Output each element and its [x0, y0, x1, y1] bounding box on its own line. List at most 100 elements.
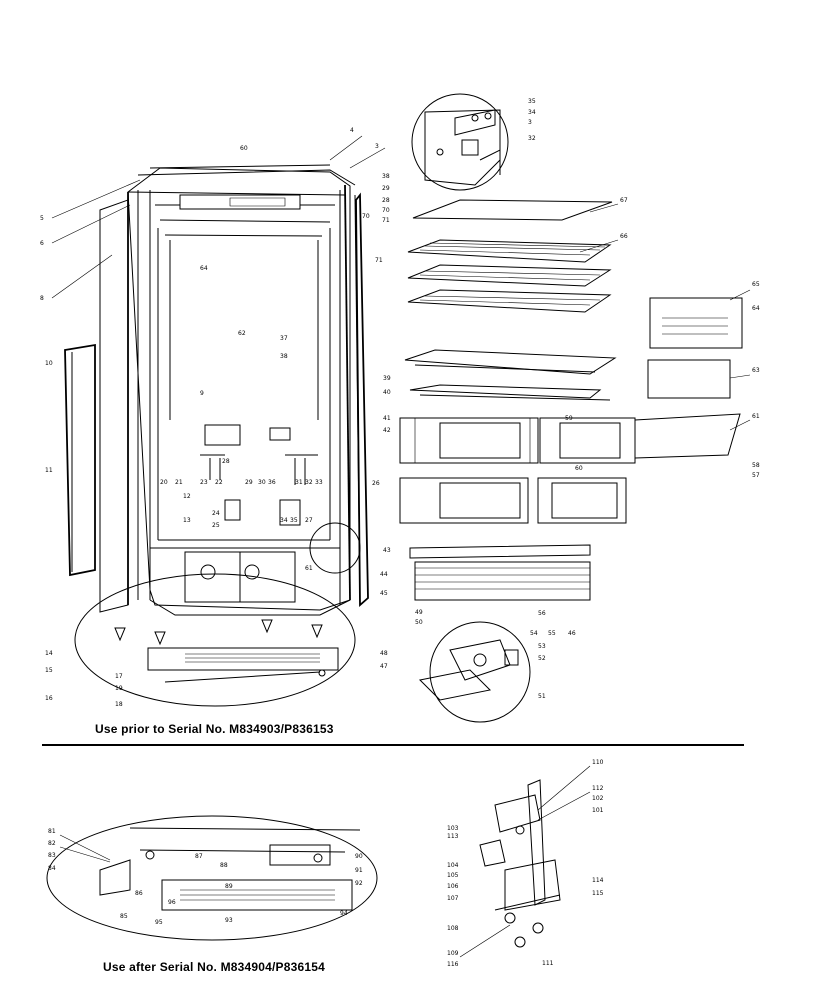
- callout-label: 34: [280, 517, 288, 524]
- callout-label: 93: [225, 917, 233, 924]
- callout-label: 60: [575, 465, 583, 472]
- callout-label: 91: [355, 867, 363, 874]
- callout-label: 89: [225, 883, 233, 890]
- callout-label: 59: [565, 415, 573, 422]
- callout-label: 104: [447, 862, 459, 869]
- callout-label: 29: [382, 185, 390, 192]
- callout-label: 49: [415, 609, 423, 616]
- callout-label: 60: [240, 145, 248, 152]
- callout-label: 35: [528, 98, 536, 105]
- callout-label: 28: [382, 197, 390, 204]
- section-divider: [42, 744, 744, 746]
- callout-labels: 4 3 5 6 8 10 11 9 12 13 14 15 16 17 18 1…: [40, 98, 760, 968]
- callout-label: 58: [752, 462, 760, 469]
- callout-label: 20: [160, 479, 168, 486]
- callout-label: 92: [355, 880, 363, 887]
- callout-label: 52: [538, 655, 546, 662]
- callout-label: 86: [135, 890, 143, 897]
- callout-label: 3: [375, 143, 379, 150]
- callout-label: 115: [592, 890, 604, 897]
- callout-label: 71: [382, 217, 390, 224]
- callout-label: 61: [305, 565, 313, 572]
- callout-label: 83: [48, 852, 56, 859]
- callout-label: 56: [538, 610, 546, 617]
- callout-label: 101: [592, 807, 604, 814]
- caption-prior-serial: Use prior to Serial No. M834903/P836153: [95, 722, 334, 736]
- callout-label: 38: [280, 353, 288, 360]
- callout-label: 25: [212, 522, 220, 529]
- callout-label: 46: [568, 630, 576, 637]
- callout-label: 106: [447, 883, 459, 890]
- callout-label: 39: [383, 375, 391, 382]
- callout-label: 110: [592, 759, 604, 766]
- callout-label: 62: [238, 330, 246, 337]
- callout-label: 38: [382, 173, 390, 180]
- callout-label: 22: [215, 479, 223, 486]
- callout-label: 95: [155, 919, 163, 926]
- callout-label: 18: [115, 701, 123, 708]
- callout-label: 3: [528, 119, 532, 126]
- top-hinge-detail: [411, 93, 509, 191]
- callout-label: 64: [200, 265, 208, 272]
- callout-label: 85: [120, 913, 128, 920]
- callout-label: 12: [183, 493, 191, 500]
- callout-label: 13: [183, 517, 191, 524]
- callout-label: 61: [752, 413, 760, 420]
- callout-label: 32: [528, 135, 536, 142]
- callout-label: 19: [115, 685, 123, 692]
- callout-label: 71: [375, 257, 383, 264]
- callout-label: 105: [447, 872, 459, 879]
- callout-label: 88: [220, 862, 228, 869]
- callout-label: 34: [528, 109, 536, 116]
- callout-label: 35: [290, 517, 298, 524]
- callout-label: 67: [620, 197, 628, 204]
- callout-label: 87: [195, 853, 203, 860]
- callout-label: 108: [447, 925, 459, 932]
- callout-label: 45: [380, 590, 388, 597]
- callout-label: 48: [380, 650, 388, 657]
- callout-label: 36: [268, 479, 276, 486]
- callout-label: 41: [383, 415, 391, 422]
- callout-label: 27: [305, 517, 313, 524]
- callout-label: 31: [295, 479, 303, 486]
- callout-label: 112: [592, 785, 604, 792]
- callout-label: 113: [447, 833, 459, 840]
- shelf-group: [404, 199, 617, 401]
- callout-label: 9: [200, 390, 204, 397]
- callout-label: 70: [382, 207, 390, 214]
- callout-label: 10: [45, 360, 53, 367]
- callout-label: 111: [542, 960, 554, 967]
- callout-label: 82: [48, 840, 56, 847]
- callout-label: 14: [45, 650, 53, 657]
- callout-label: 37: [280, 335, 288, 342]
- callout-label: 21: [175, 479, 183, 486]
- callout-label: 6: [40, 240, 44, 247]
- callout-label: 107: [447, 895, 459, 902]
- callout-label: 94: [340, 910, 348, 917]
- callout-label: 64: [752, 305, 760, 312]
- callout-label: 15: [45, 667, 53, 674]
- crisper-group: [399, 297, 743, 601]
- callout-label: 66: [620, 233, 628, 240]
- callout-label: 11: [45, 467, 53, 474]
- callout-label: 90: [355, 853, 363, 860]
- callout-label: 47: [380, 663, 388, 670]
- bottom-hinge-detail: [418, 621, 531, 723]
- callout-label: 16: [45, 695, 53, 702]
- callout-label: 84: [48, 865, 56, 872]
- callout-label: 23: [200, 479, 208, 486]
- callout-label: 54: [530, 630, 538, 637]
- leader-lines: [51, 135, 751, 958]
- callout-label: 26: [372, 480, 380, 487]
- callout-label: 96: [168, 899, 176, 906]
- callout-label: 28: [222, 458, 230, 465]
- callout-label: 65: [752, 281, 760, 288]
- caption-after-serial: Use after Serial No. M834904/P836154: [103, 960, 325, 974]
- callout-label: 50: [415, 619, 423, 626]
- callout-label: 32: [305, 479, 313, 486]
- callout-label: 8: [40, 295, 44, 302]
- callout-label: 57: [752, 472, 760, 479]
- cabinet-assembly: [64, 164, 369, 707]
- callout-label: 51: [538, 693, 546, 700]
